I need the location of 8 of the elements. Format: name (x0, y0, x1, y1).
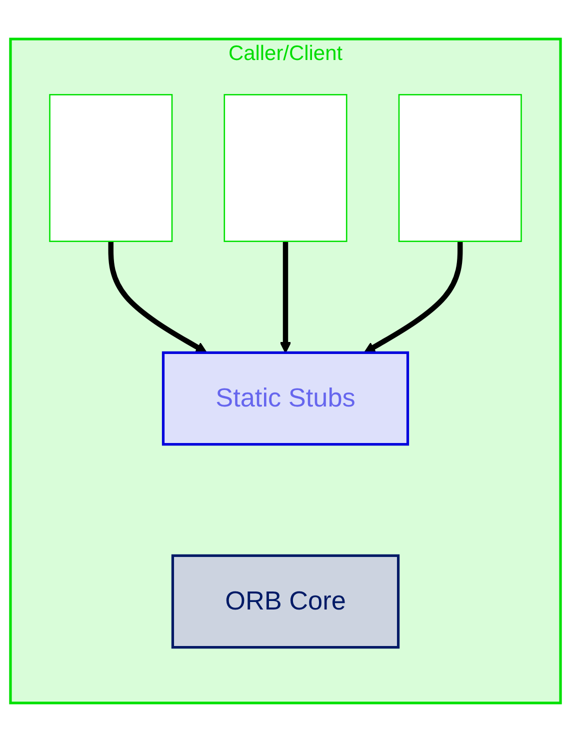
node-box (224, 94, 348, 242)
node-box (398, 94, 522, 242)
node-box: Static Stubs (162, 351, 410, 446)
node-box (49, 94, 173, 242)
arrow (280, 241, 292, 354)
node-box: ORB Core (171, 554, 400, 649)
arrow (364, 241, 463, 354)
arrow (108, 241, 208, 354)
